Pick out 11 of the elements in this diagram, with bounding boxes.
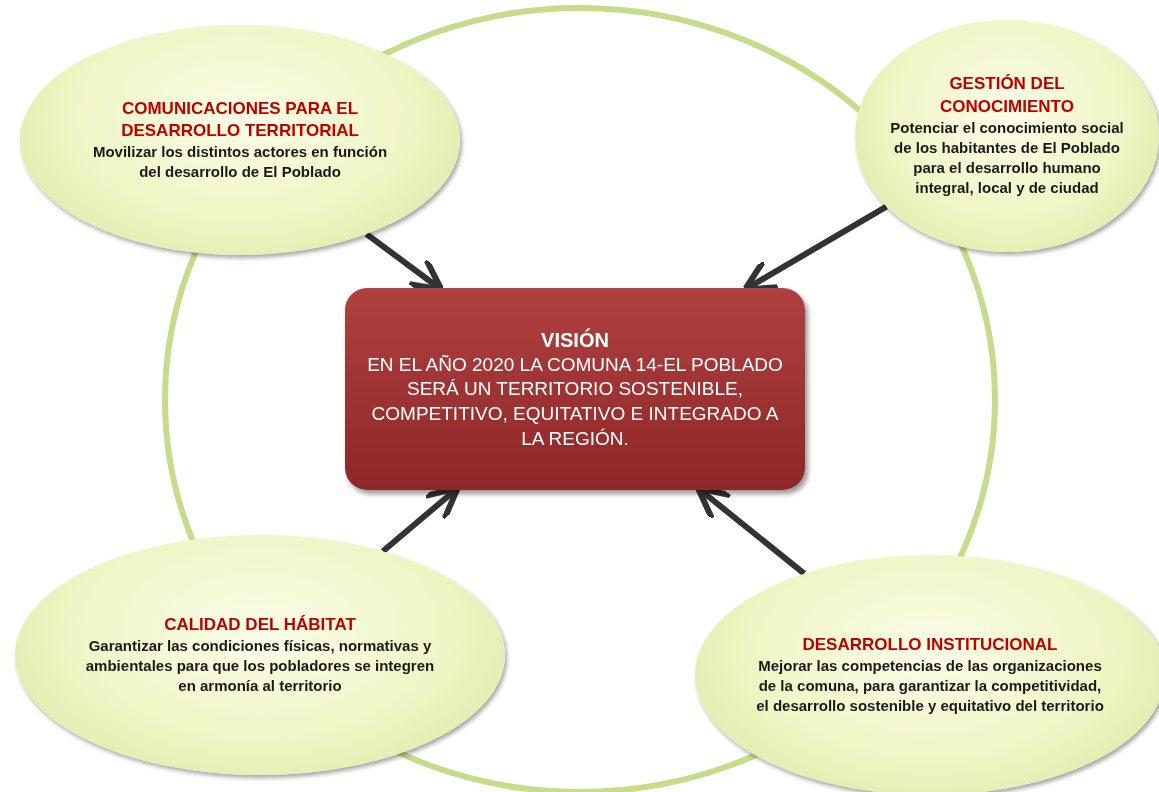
- description: Movilizar los distintos actores en función del desarrollo de El Poblado: [91, 141, 389, 183]
- description: Garantizar las condiciones físicas, normativas y ambientales para que los pobladores se integren en armonía al territorio: [85, 635, 435, 697]
- heading: VISIÓN: [541, 327, 609, 353]
- heading: GESTIÓN DEL CONOCIMIENTO: [939, 73, 1075, 118]
- heading: COMUNICACIONES PARA EL DESARROLLO TERRITORIAL: [120, 97, 360, 142]
- heading: DESARROLLO INSTITUCIONAL: [802, 633, 1058, 656]
- description: Potenciar el conocimiento social de los habitantes de El Poblado para el desarrollo humano integral, local y de ciudad: [889, 117, 1125, 199]
- description: EN EL AÑO 2020 LA COMUNA 14-EL POBLADO SERÁ UN TERRITORIO SOSTENIBLE, COMPETITIVO, EQUITATIVO E INTEGRADO A LA REGIÓN.: [366, 352, 784, 451]
- heading: CALIDAD DEL HÁBITAT: [164, 613, 356, 636]
- vision-box: [345, 288, 805, 490]
- description: Mejorar las competencias de las organizaciones de la comuna, para garantizar la competitividad, el desarrollo sostenible y equitativo del territorio: [755, 655, 1105, 717]
